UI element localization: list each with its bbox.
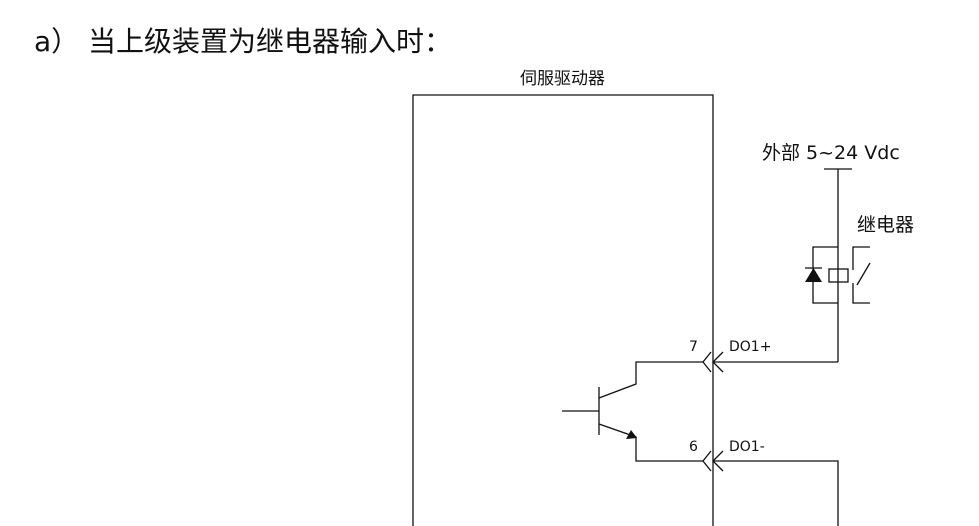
relay-switch-contact	[852, 246, 871, 304]
relay-label: 继电器	[857, 214, 915, 236]
pin-number-7: 7	[689, 339, 698, 355]
pin-signal-do1-plus: DO1+	[729, 339, 772, 355]
supply-terminal	[824, 168, 852, 362]
transistor-emitter	[598, 423, 703, 462]
pin-signal-do1-minus: DO1-	[729, 439, 765, 455]
diode-icon	[805, 268, 822, 282]
transistor-base	[562, 387, 600, 435]
transistor-collector	[598, 361, 703, 399]
servo-driver-label: 伺服驱动器	[520, 69, 605, 89]
do1-minus-wire	[713, 460, 839, 526]
emitter-arrow-icon	[626, 430, 637, 439]
section-heading: a） 当上级装置为继电器输入时：	[34, 25, 453, 58]
servo-driver-box	[412, 94, 714, 526]
relay-coil	[828, 268, 849, 283]
external-supply-label: 外部 5~24 Vdc	[762, 142, 900, 164]
pin-number-6: 6	[689, 439, 698, 455]
